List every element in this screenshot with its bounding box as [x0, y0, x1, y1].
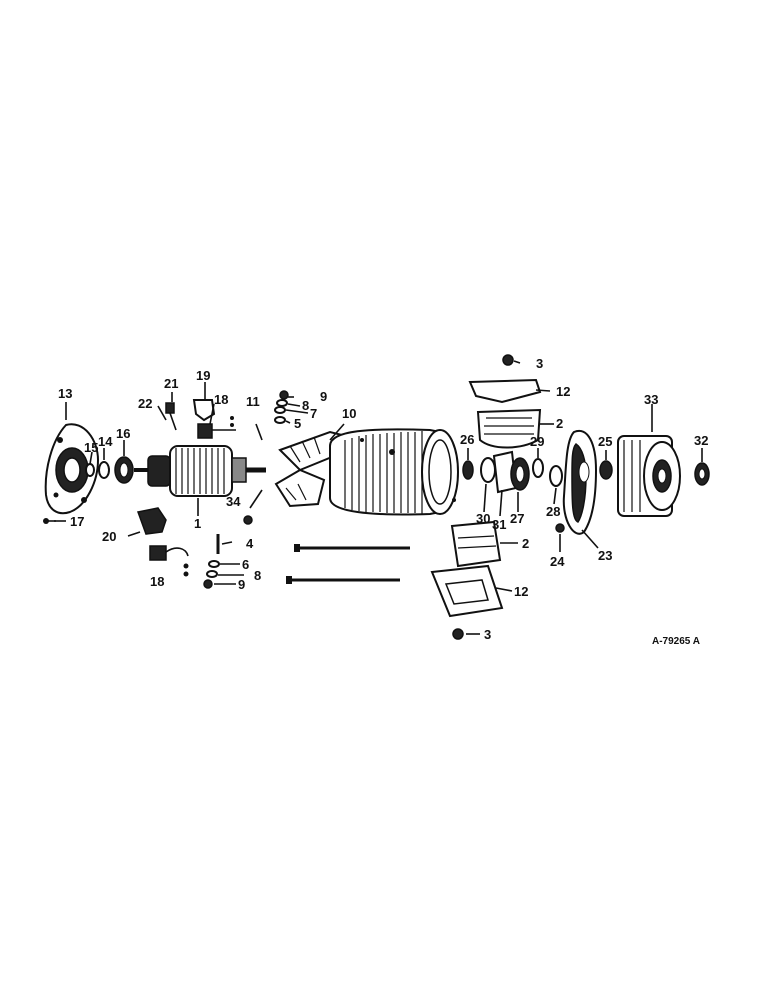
label-12-lower: 12 [514, 584, 528, 599]
drive-pinion [617, 435, 681, 517]
label-3-lower: 3 [484, 627, 491, 642]
armature [134, 445, 266, 497]
label-21: 21 [164, 376, 178, 391]
label-30: 30 [476, 511, 490, 526]
label-2-upper: 2 [556, 416, 563, 431]
field-frame-housing [329, 428, 459, 516]
part-labels: 13 14 15 16 17 1 21 22 19 18 18 20 11 9 … [58, 356, 708, 647]
through-bolts [286, 544, 410, 584]
label-24: 24 [550, 554, 565, 569]
drive-end-washers [462, 450, 565, 533]
label-8-lower: 8 [254, 568, 261, 583]
bushing-25 [599, 460, 613, 480]
label-6: 6 [242, 557, 249, 572]
label-5: 5 [294, 416, 301, 431]
label-11: 11 [246, 394, 260, 409]
drive-housing [562, 429, 598, 535]
upper-cover [468, 354, 542, 449]
label-8-upper: 8 [302, 398, 309, 413]
commutator-end-frame [44, 423, 100, 515]
label-9-upper: 9 [320, 389, 327, 404]
bushing-16 [114, 456, 134, 484]
label-20: 20 [102, 529, 116, 544]
terminal-lower-hardware [203, 534, 220, 589]
label-34: 34 [226, 494, 241, 509]
label-15: 15 [84, 440, 98, 455]
label-32: 32 [694, 433, 708, 448]
label-28: 28 [546, 504, 560, 519]
label-18-upper: 18 [214, 392, 228, 407]
label-7: 7 [310, 406, 317, 421]
label-22: 22 [138, 396, 152, 411]
label-27: 27 [510, 511, 524, 526]
lower-cover [430, 520, 504, 640]
washer-15 [85, 463, 95, 477]
label-26: 26 [460, 432, 474, 447]
label-19: 19 [196, 368, 210, 383]
drawing-reference: A-79265 A [652, 636, 700, 647]
label-1: 1 [194, 516, 201, 531]
label-23: 23 [598, 548, 612, 563]
label-12-upper: 12 [556, 384, 570, 399]
label-16: 16 [116, 426, 130, 441]
label-14: 14 [98, 434, 113, 449]
label-29: 29 [530, 434, 544, 449]
label-2-lower: 2 [522, 536, 529, 551]
label-33: 33 [644, 392, 658, 407]
brush-holder-lower [136, 507, 189, 577]
label-13: 13 [58, 386, 72, 401]
label-3-upper: 3 [536, 356, 543, 371]
label-4: 4 [246, 536, 254, 551]
nut-32 [694, 462, 710, 486]
field-coils [243, 430, 348, 525]
label-18-lower: 18 [150, 574, 164, 589]
label-31: 31 [492, 517, 506, 532]
brush-holder-upper [165, 399, 236, 439]
label-10: 10 [342, 406, 356, 421]
ring-14 [98, 461, 110, 479]
label-9-lower: 9 [238, 577, 245, 592]
label-17: 17 [70, 514, 84, 529]
terminal-upper-hardware [255, 390, 289, 441]
leader-lines [54, 360, 703, 635]
label-25: 25 [598, 434, 612, 449]
